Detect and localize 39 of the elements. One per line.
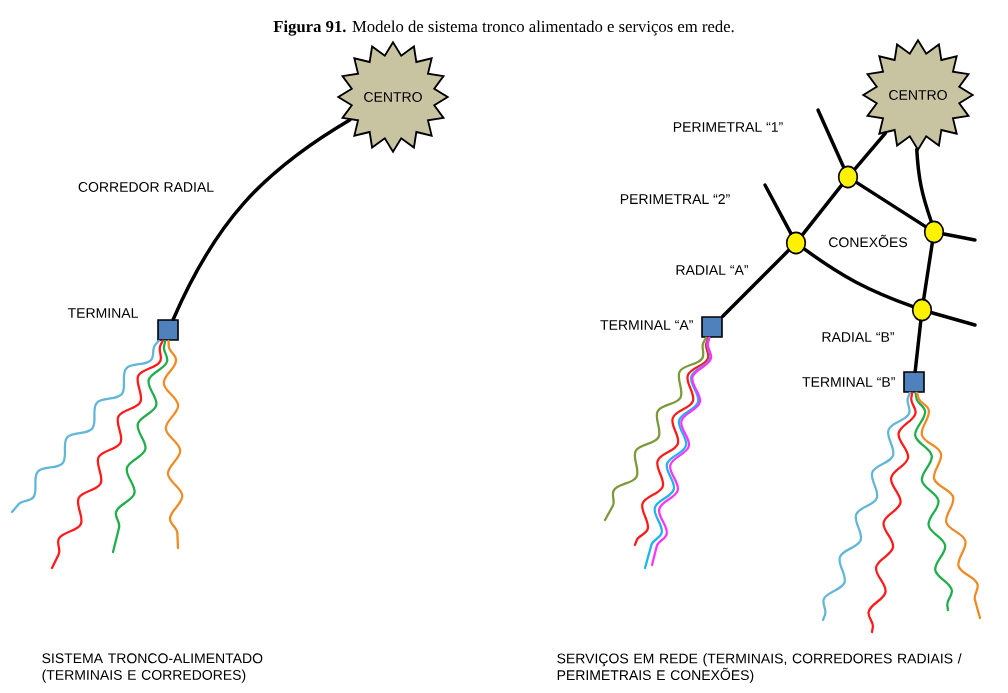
route-line — [821, 391, 911, 622]
road-label: RADIAL “B” — [822, 332, 894, 342]
route-line — [915, 391, 982, 620]
connection-circle — [785, 231, 807, 255]
connection-circle — [923, 220, 945, 244]
diagram-caption: SISTEMA TRONCO-ALIMENTADO (TERMINAIS E CORREDORES) — [42, 653, 263, 683]
road-line — [922, 241, 934, 301]
road-line — [801, 183, 843, 237]
route-line — [111, 339, 169, 554]
road-line — [802, 247, 915, 309]
road-label: CORREDOR RADIAL — [78, 182, 214, 192]
terminal-label: TERMINAL — [67, 308, 138, 318]
terminal-label: TERMINAL “B” — [802, 377, 895, 387]
route-line — [50, 339, 164, 570]
road-line — [816, 108, 846, 169]
route-line — [603, 336, 708, 522]
road-line — [171, 118, 352, 321]
route-line — [867, 391, 917, 634]
route-line — [914, 391, 954, 612]
diagram-caption: SERVIÇOS EM REDE (TERMINAIS, CORREDORES RADIAIS / PERIMETRAIS E CONEXÕES) — [557, 653, 962, 683]
road-label: RADIAL “A” — [676, 265, 748, 275]
connection-circle — [837, 165, 859, 189]
road-line — [942, 232, 977, 242]
road-line — [930, 311, 977, 327]
figure-title: Figura 91. Modelo de sistema tronco alimentado e serviços em rede. — [273, 20, 734, 36]
route-line — [10, 339, 160, 514]
road-label: PERIMETRAL “1” — [673, 122, 783, 132]
terminal-label: TERMINAL “A” — [600, 320, 693, 330]
route-line — [162, 339, 184, 550]
road-line — [913, 319, 923, 373]
road-line — [853, 131, 888, 171]
road-line — [915, 147, 933, 223]
route-line — [633, 336, 710, 547]
road-label: CONEXÕES — [829, 234, 908, 248]
road-line — [721, 248, 791, 318]
road-line — [763, 183, 793, 235]
road-label: PERIMETRAL “2” — [620, 194, 730, 204]
connection-circle — [911, 298, 933, 322]
road-line — [855, 180, 927, 229]
